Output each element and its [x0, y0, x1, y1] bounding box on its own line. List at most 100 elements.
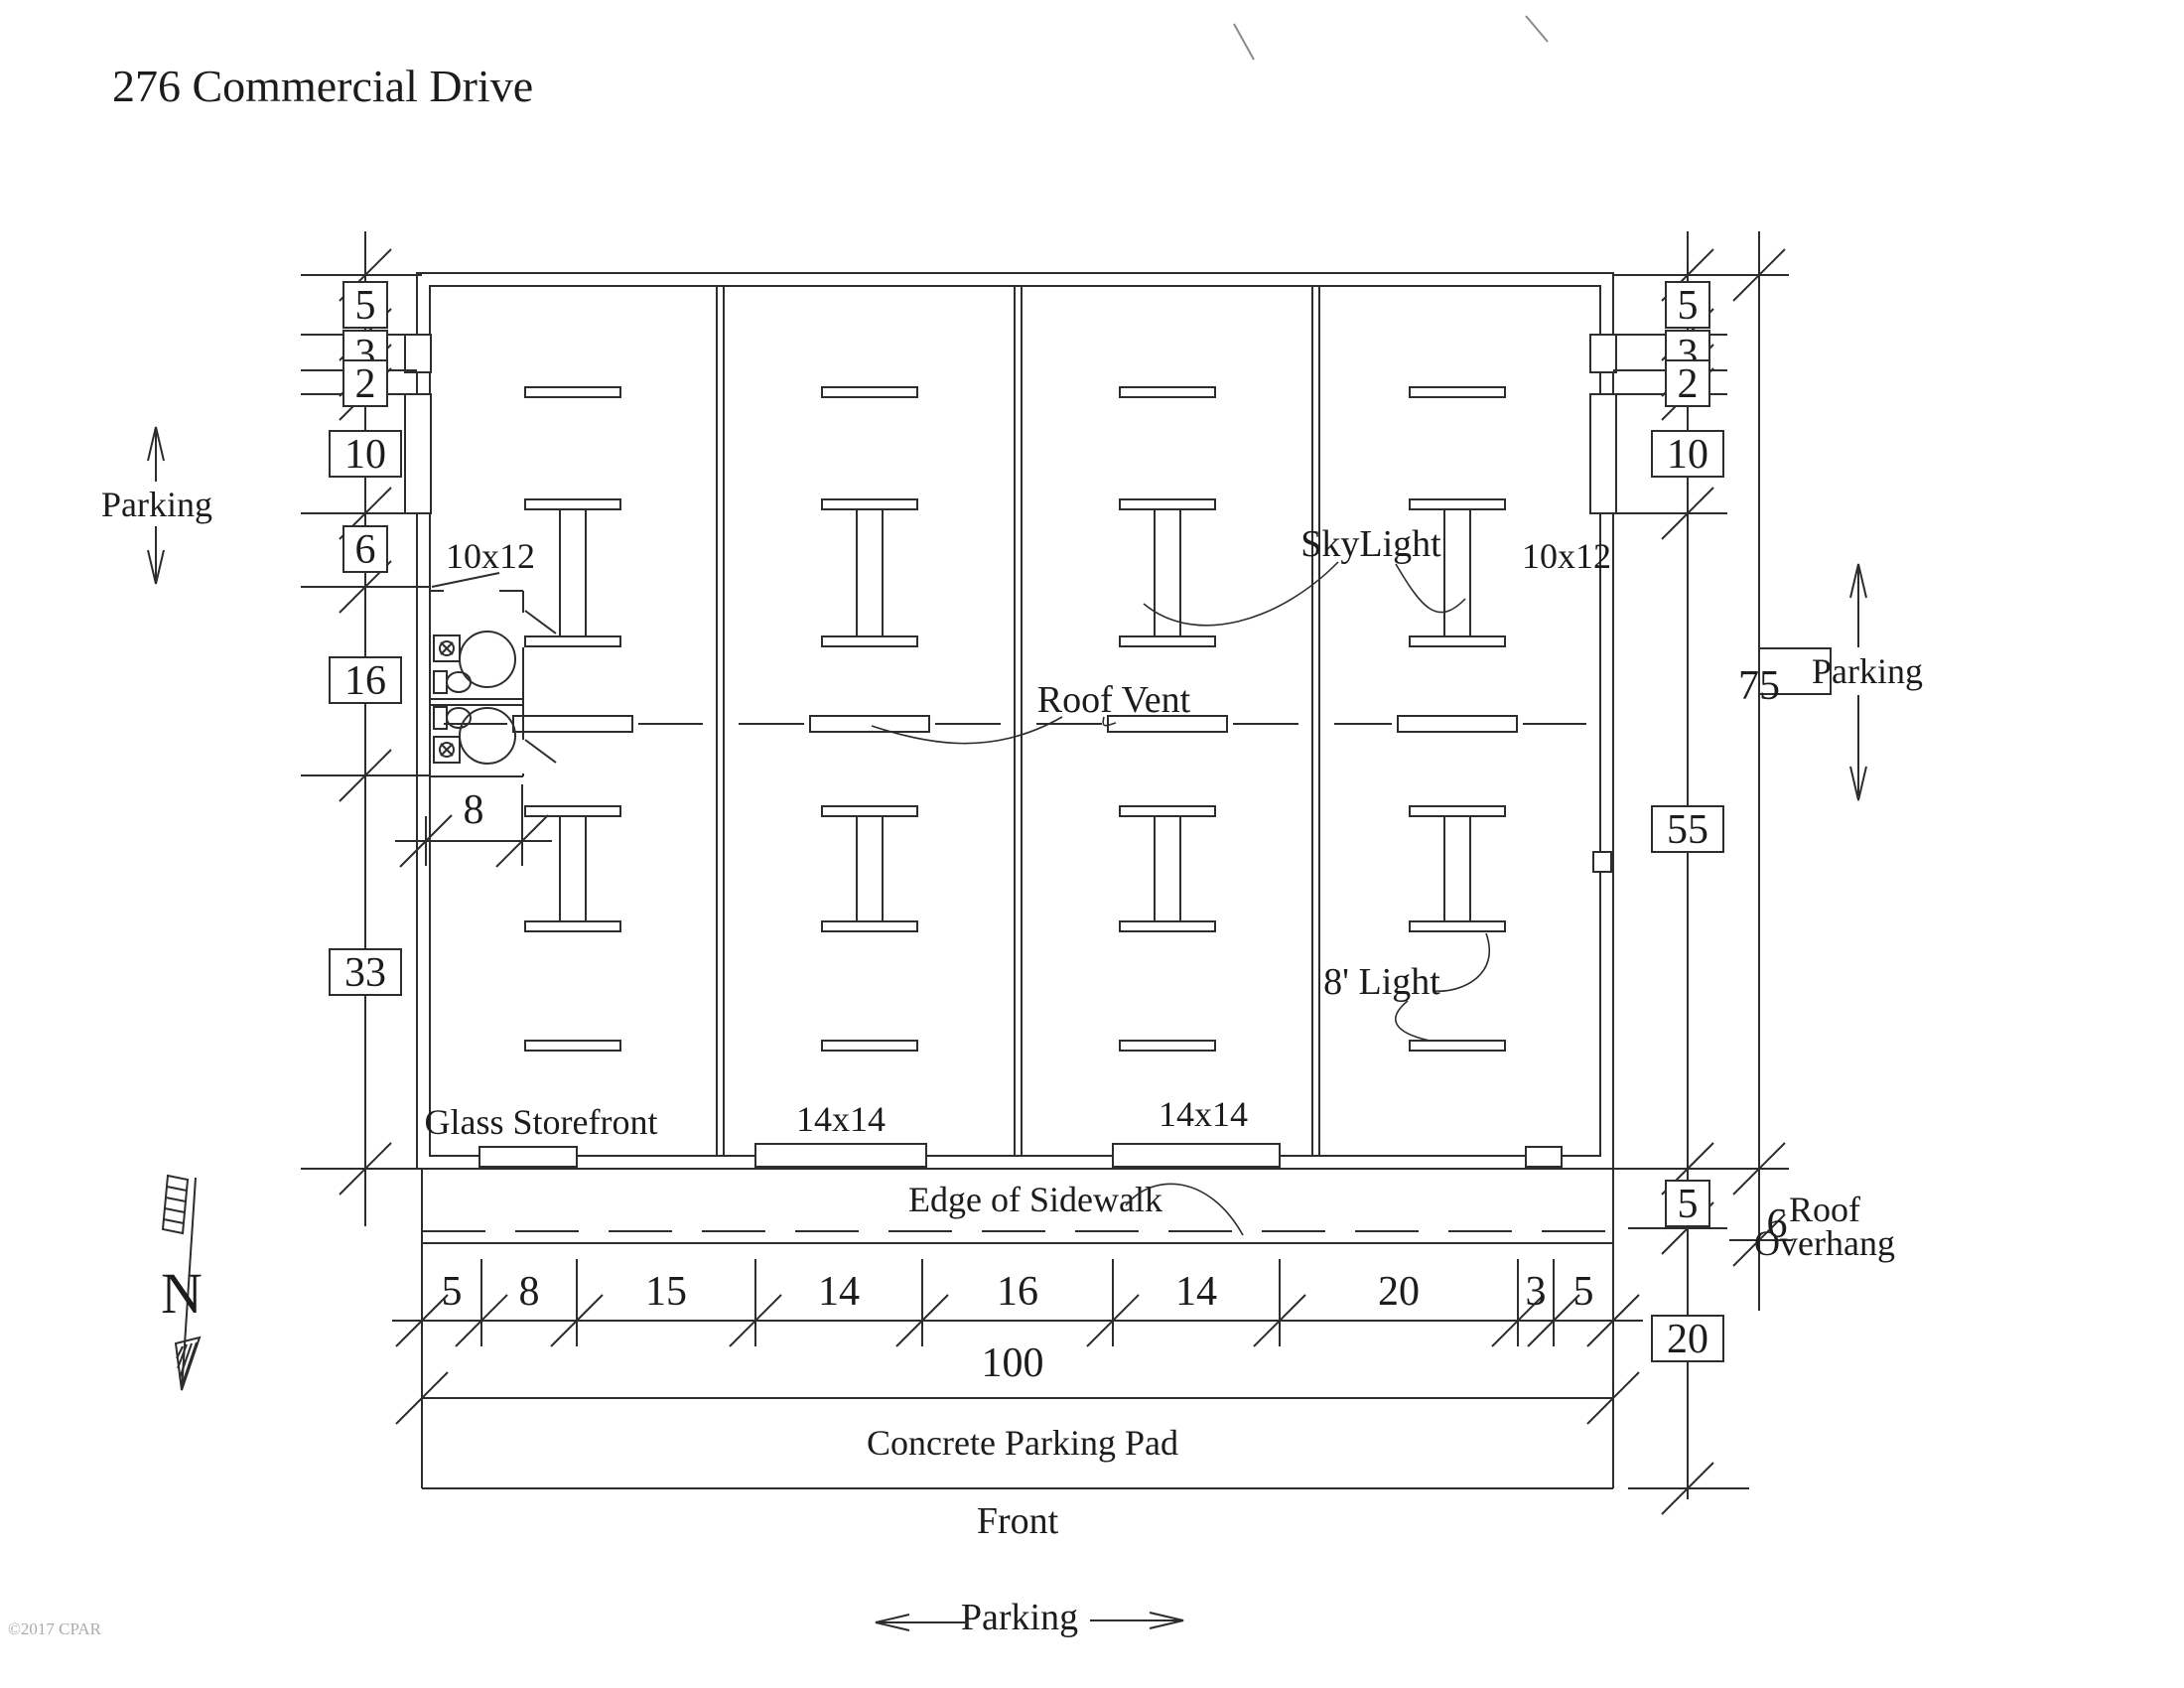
light-bar-symbol	[821, 1040, 918, 1052]
roof-vent-symbol	[809, 715, 930, 733]
dimension-total-100: 100	[395, 1340, 1640, 1425]
dim-bottom-3: 3	[1526, 1269, 1547, 1315]
light-bar-symbol	[821, 386, 918, 398]
leader-line	[1434, 932, 1490, 992]
dim-bottom-14b: 14	[1175, 1269, 1217, 1315]
dim-bottom-14a: 14	[818, 1269, 860, 1315]
parking-right: Parking	[1812, 563, 1923, 801]
dim-left-6: 6	[355, 527, 376, 573]
dim-right-2: 2	[1678, 361, 1699, 407]
copyright-text: ©2017 CPAR	[8, 1619, 102, 1638]
skylight-symbol	[1119, 498, 1216, 647]
parking-left: Parking	[101, 426, 212, 585]
wall-windows	[404, 334, 1617, 873]
concrete-parking-pad-label: Concrete Parking Pad	[867, 1423, 1178, 1463]
dim-bottom-20: 20	[1378, 1269, 1420, 1315]
bay1-size-label: 10x12	[446, 536, 535, 576]
dimension-row-bottom	[392, 1259, 1643, 1347]
skylight-annotation: SkyLight	[1143, 523, 1466, 627]
light-label: 8' Light	[1323, 961, 1440, 1003]
dim-left-5: 5	[355, 283, 376, 329]
roof-overhang-line2: Overhang	[1754, 1223, 1895, 1263]
bay1-fixtures	[512, 386, 633, 1052]
round-fixture-icon	[459, 631, 516, 688]
arrow-right-icon	[1149, 1612, 1184, 1629]
round-fixture-icon	[459, 707, 516, 765]
light-bar-symbol	[524, 386, 621, 398]
dimension-labels-right: 5 3 2 10 55 75 5 6 20	[1651, 281, 1832, 1362]
bay2-fixtures	[809, 386, 930, 1052]
restroom-area	[430, 572, 557, 777]
bay4-size-label: 10x12	[1522, 536, 1611, 576]
sink-icon	[433, 634, 461, 662]
dim-right-55: 55	[1667, 807, 1708, 853]
dim-parking-pad-20: 20	[1667, 1317, 1708, 1362]
dim-right-10: 10	[1667, 432, 1708, 478]
dim-left-33: 33	[344, 950, 386, 996]
door-leaf	[431, 572, 500, 588]
storefront-doors	[478, 1143, 1563, 1168]
front-label: Front	[977, 1500, 1059, 1542]
leader-line	[871, 716, 1063, 745]
parking-left-label: Parking	[101, 485, 212, 524]
bay3-fixtures	[1107, 386, 1228, 1052]
roof-vent-symbol	[1397, 715, 1518, 733]
arrow-up-icon	[147, 426, 165, 462]
bay4-fixtures	[1397, 386, 1518, 1052]
partition-walls	[716, 286, 1320, 1156]
glass-storefront-label: Glass Storefront	[425, 1102, 658, 1142]
parking-right-label: Parking	[1812, 651, 1923, 691]
arrow-down-icon	[147, 549, 165, 585]
light-bar-symbol	[1409, 1040, 1506, 1052]
sidewalk-and-pad	[421, 1169, 1614, 1489]
dim-left-16: 16	[344, 658, 386, 704]
dim-bottom-5a: 5	[442, 1269, 463, 1315]
north-arrow: N	[161, 1174, 203, 1391]
dim-bottom-8: 8	[519, 1269, 540, 1315]
north-letter: N	[161, 1261, 203, 1326]
page-title: 276 Commercial Drive	[112, 61, 533, 111]
light-bar-symbol	[524, 1040, 621, 1052]
parking-bottom-label: Parking	[961, 1597, 1078, 1638]
light-bar-symbol	[1409, 386, 1506, 398]
leader-line	[1143, 561, 1339, 627]
arrow-up-icon	[1849, 563, 1867, 599]
dimension-labels-left: 5 3 2 10 6 16 33	[329, 281, 402, 996]
skylight-symbol	[1409, 805, 1506, 932]
dim-roof-overhang-6: 6	[1767, 1201, 1788, 1247]
arrow-left-icon	[875, 1614, 910, 1631]
leader-line	[1395, 563, 1466, 614]
edge-of-sidewalk-label: Edge of Sidewalk	[908, 1180, 1162, 1219]
arrow-down-icon	[1849, 766, 1867, 801]
dimension-restroom-width: 8	[395, 784, 552, 868]
sink-icon	[433, 736, 461, 764]
dim-left-10: 10	[344, 432, 386, 478]
parking-bottom: Parking	[875, 1597, 1184, 1638]
sidewalk-annotation: Edge of Sidewalk	[908, 1180, 1244, 1236]
skylight-label: SkyLight	[1300, 523, 1441, 565]
skylight-symbol	[821, 498, 918, 647]
bay2-size-label: 14x14	[796, 1099, 886, 1139]
bay3-size-label: 14x14	[1159, 1094, 1248, 1134]
skylight-symbol	[1409, 498, 1506, 647]
leader-line	[1125, 1183, 1244, 1236]
dim-right-75: 75	[1738, 663, 1780, 709]
light-annotation: 8' Light	[1323, 932, 1490, 1042]
door-leaf	[524, 739, 557, 764]
dim-bottom-100: 100	[982, 1340, 1044, 1386]
roof-overhang-label: Roof Overhang	[1754, 1190, 1895, 1263]
dim-bottom-16: 16	[997, 1269, 1038, 1315]
dim-bottom-5b: 5	[1573, 1269, 1594, 1315]
skylight-symbol	[821, 805, 918, 932]
roof-vent-annotation: Roof Vent	[871, 679, 1191, 745]
dimension-labels-bottom: 5 8 15 14 16 14 20 3 5	[442, 1269, 1594, 1315]
dim-right-5: 5	[1678, 283, 1699, 329]
skylight-symbol	[524, 805, 621, 932]
roof-vent-symbol	[512, 715, 633, 733]
toilet-icon	[433, 706, 472, 730]
roof-vent-label: Roof Vent	[1037, 679, 1191, 721]
skylight-symbol	[524, 498, 621, 647]
scan-artifacts	[1233, 15, 1549, 61]
